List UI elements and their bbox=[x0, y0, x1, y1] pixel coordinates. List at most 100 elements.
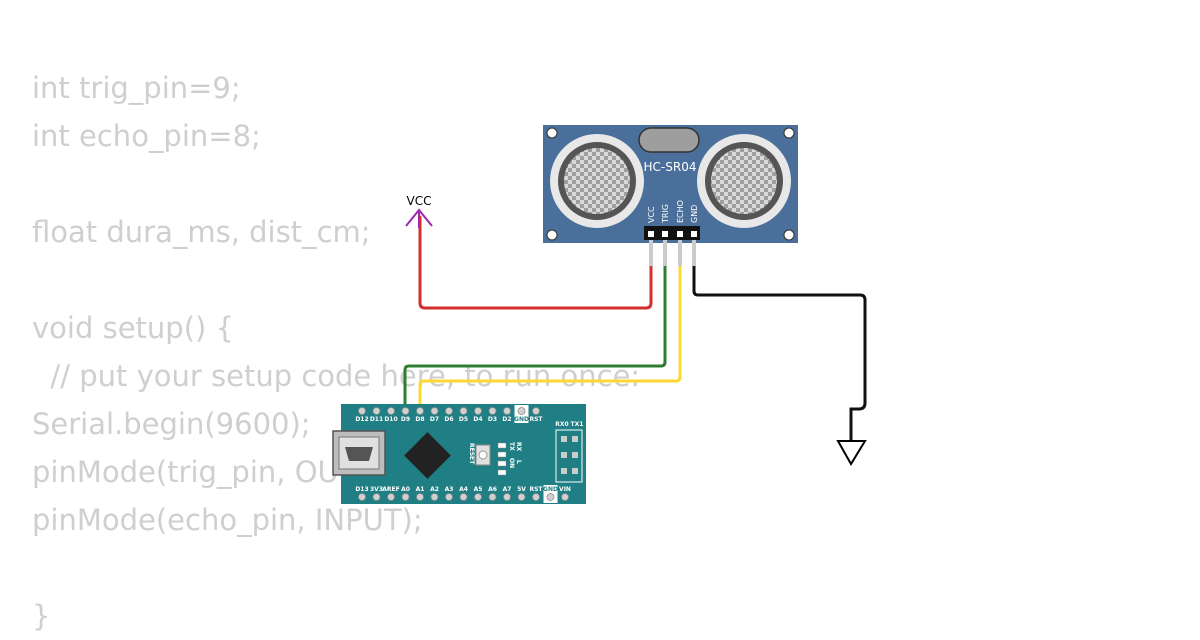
pin-label: D9 bbox=[401, 416, 410, 423]
code-line: } bbox=[32, 599, 51, 633]
pin-d2[interactable] bbox=[503, 407, 511, 415]
pin-label: A2 bbox=[430, 486, 439, 493]
pin-d7[interactable] bbox=[430, 407, 439, 415]
reset-button[interactable] bbox=[475, 444, 491, 466]
led-label: TX bbox=[508, 442, 515, 451]
mount-hole bbox=[783, 127, 795, 139]
pin-3v3[interactable] bbox=[372, 493, 381, 501]
led-label: ON bbox=[508, 458, 515, 468]
left-transducer bbox=[550, 134, 644, 228]
pin-label: D3 bbox=[488, 416, 497, 423]
pin-label: 5V bbox=[517, 486, 526, 493]
code-line: int trig_pin=9; bbox=[32, 71, 241, 105]
reset-label: RESET bbox=[468, 443, 475, 465]
pin-vin[interactable] bbox=[561, 493, 569, 501]
pin-label: A7 bbox=[503, 486, 512, 493]
pin-label: D5 bbox=[459, 416, 468, 423]
pin-d3[interactable] bbox=[488, 407, 497, 415]
pin-d6[interactable] bbox=[445, 407, 453, 415]
pin-label: D13 bbox=[355, 486, 368, 493]
code-line: float dura_ms, dist_cm; bbox=[32, 215, 371, 249]
pin-a0[interactable] bbox=[401, 493, 410, 501]
code-line: pinMode(echo_pin, INPUT); bbox=[32, 503, 423, 537]
pin-d12[interactable] bbox=[358, 407, 366, 415]
sensor-pin-legs bbox=[649, 240, 696, 266]
pin-label: RST bbox=[529, 486, 543, 493]
gnd-wire[interactable] bbox=[692, 263, 867, 442]
code-background: int trig_pin=9;int echo_pin=8;float dura… bbox=[32, 64, 640, 640]
mount-hole bbox=[546, 127, 558, 139]
pin-d5[interactable] bbox=[459, 407, 468, 415]
pin-label: RST bbox=[529, 416, 543, 423]
led-label: RX bbox=[515, 442, 522, 452]
pin-label: A6 bbox=[488, 486, 497, 493]
pin-5v[interactable] bbox=[517, 493, 526, 501]
mount-hole bbox=[783, 229, 795, 241]
pin-label: D8 bbox=[415, 416, 424, 423]
pin-label: GND bbox=[514, 416, 529, 423]
microcontroller-chip bbox=[404, 432, 451, 479]
pin-a5[interactable] bbox=[474, 493, 482, 501]
pin-label: D7 bbox=[430, 416, 439, 423]
pin-d10[interactable] bbox=[387, 407, 395, 415]
ground-icon bbox=[836, 440, 867, 466]
pin-a6[interactable] bbox=[488, 493, 497, 501]
echo-wire[interactable] bbox=[418, 263, 682, 412]
pin-label: A5 bbox=[474, 486, 483, 493]
pin-a1[interactable] bbox=[416, 493, 424, 501]
ground-symbol[interactable] bbox=[836, 440, 867, 466]
pin-aref[interactable] bbox=[387, 493, 395, 501]
crystal-oscillator bbox=[638, 127, 700, 153]
pin-d4[interactable] bbox=[474, 407, 482, 415]
sensor-pin-label: ECHO bbox=[676, 200, 685, 223]
code-line: int echo_pin=8; bbox=[32, 119, 261, 153]
sensor-pin-label: VCC bbox=[647, 206, 656, 223]
trig-wire[interactable] bbox=[403, 263, 667, 412]
code-line: Serial.begin(9600); bbox=[32, 407, 311, 441]
vcc-label: VCC bbox=[407, 194, 432, 208]
pin-rst[interactable] bbox=[532, 493, 540, 501]
pin-label: 3V3 bbox=[370, 486, 383, 493]
pin-d9[interactable] bbox=[401, 407, 410, 415]
vcc-symbol[interactable]: VCC bbox=[405, 194, 433, 228]
right-transducer bbox=[697, 134, 791, 228]
pin-label: VIN bbox=[559, 486, 571, 493]
pin-label: A1 bbox=[416, 486, 425, 493]
status-leds bbox=[497, 442, 507, 476]
wires bbox=[403, 215, 867, 442]
icsp-header bbox=[555, 429, 583, 483]
pin-d13[interactable] bbox=[358, 493, 366, 501]
pin-label: A4 bbox=[459, 486, 468, 493]
sensor-pin-label: GND bbox=[690, 205, 699, 223]
sensor-pin-label: TRIG bbox=[661, 204, 670, 224]
rx-label: RX0 bbox=[555, 421, 568, 428]
pin-a3[interactable] bbox=[445, 493, 453, 501]
pin-label: D10 bbox=[384, 416, 397, 423]
pin-label: D2 bbox=[502, 416, 511, 423]
pin-label: D6 bbox=[444, 416, 453, 423]
vcc-arrow-icon bbox=[405, 208, 433, 228]
pin-a7[interactable] bbox=[503, 493, 511, 501]
mount-hole bbox=[546, 229, 558, 241]
pin-label: D12 bbox=[355, 416, 368, 423]
pin-label: D4 bbox=[473, 416, 482, 423]
sensor-header bbox=[644, 226, 700, 240]
pin-gnd[interactable] bbox=[517, 407, 526, 415]
pin-rst[interactable] bbox=[532, 407, 540, 415]
pin-a2[interactable] bbox=[430, 493, 439, 501]
pin-a4[interactable] bbox=[459, 493, 468, 501]
pin-d11[interactable] bbox=[372, 407, 381, 415]
hc-sr04-sensor[interactable]: HC-SR04 VCC TRIG ECHO GND bbox=[543, 125, 798, 266]
usb-connector bbox=[332, 430, 386, 476]
vcc-wire[interactable] bbox=[418, 215, 653, 310]
pin-label: AREF bbox=[382, 486, 399, 493]
pin-gnd[interactable] bbox=[546, 493, 555, 501]
led-label: L bbox=[515, 460, 522, 464]
tx-label: TX1 bbox=[571, 421, 584, 428]
pin-d8[interactable] bbox=[416, 407, 424, 415]
pin-label: D11 bbox=[370, 416, 383, 423]
